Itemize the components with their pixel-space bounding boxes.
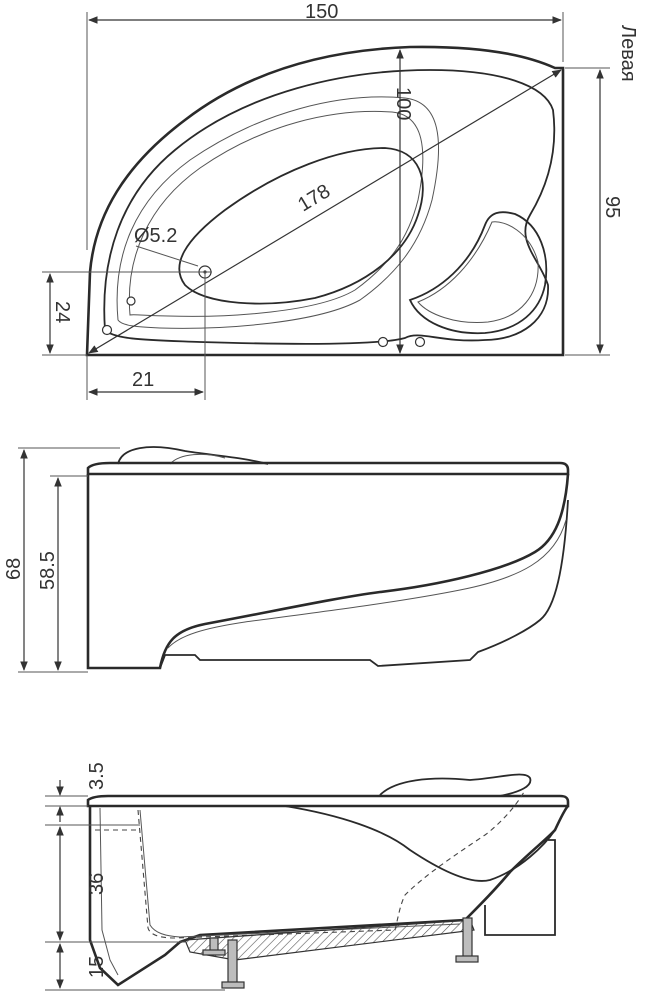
dim-drain-offset-x-label: 21 — [132, 369, 154, 391]
jet-hole — [101, 324, 113, 336]
jet-hole — [414, 336, 426, 348]
side-view-body — [86, 473, 570, 670]
dim-depth-label: 95 — [601, 196, 623, 218]
dim-inner-depth-label: 100 — [392, 87, 414, 120]
section-view-shell — [88, 805, 569, 987]
dim-rim-thickness-label: 3.5 — [86, 762, 108, 790]
support-leg — [227, 939, 238, 985]
dim-rim-height-label: 58.5 — [37, 551, 59, 590]
side-view-headrest — [117, 446, 269, 465]
dim-bowl-depth-label: 36 — [86, 873, 108, 895]
dim-diagonal-label: 178 — [294, 180, 334, 216]
jet-hole — [126, 296, 136, 306]
dim-total-height-label: 68 — [3, 558, 25, 580]
top-view-bowl-contour — [116, 96, 440, 329]
support-leg — [221, 981, 245, 989]
support-leg — [455, 955, 479, 963]
side-view: 68 58.5 — [3, 446, 570, 673]
side-view-rim — [86, 461, 570, 476]
dim-leg-height-label: 15 — [86, 956, 108, 978]
section-view: 3.5 36 15 — [45, 762, 570, 991]
section-view-headrest — [379, 773, 532, 797]
section-view-side-panel — [484, 839, 556, 936]
section-view-frame — [184, 919, 475, 961]
dim-drain-diameter-label: Ø5.2 — [134, 225, 177, 247]
support-leg — [202, 949, 226, 956]
dim-width-label: 150 — [305, 1, 338, 23]
top-view: 150 95 100 178 Ø5.2 24 21 — [42, 1, 623, 400]
corner-label: Левая — [617, 25, 639, 82]
dim-drain-offset-y-label: 24 — [51, 301, 73, 323]
section-view-rim — [86, 794, 570, 808]
side-view-panel-curve — [159, 499, 569, 669]
support-leg — [462, 917, 473, 959]
section-view-hidden-contour — [137, 789, 526, 939]
dim-line-diagonal — [88, 69, 562, 354]
jet-hole — [377, 336, 389, 348]
section-view-bowl-line — [284, 805, 556, 882]
top-view-seat-inner — [417, 221, 539, 323]
